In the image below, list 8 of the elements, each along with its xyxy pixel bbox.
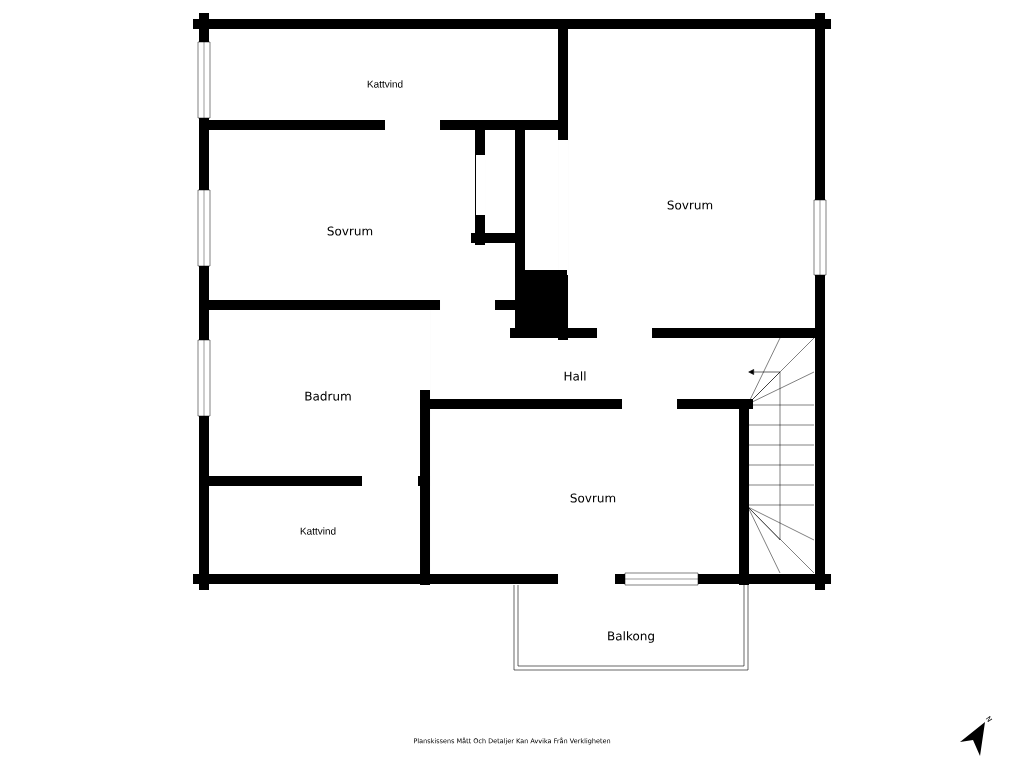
room-label: Kattvind: [300, 527, 336, 535]
room-label: Sovrum: [667, 200, 713, 210]
room-label: Badrum: [305, 391, 351, 401]
room-label: Sovrum: [570, 493, 616, 503]
room-label: Balkong: [608, 631, 654, 643]
room-label: Kattvind: [367, 80, 403, 88]
room-label: Sovrum: [327, 226, 373, 236]
room-label: Hall: [564, 371, 586, 381]
